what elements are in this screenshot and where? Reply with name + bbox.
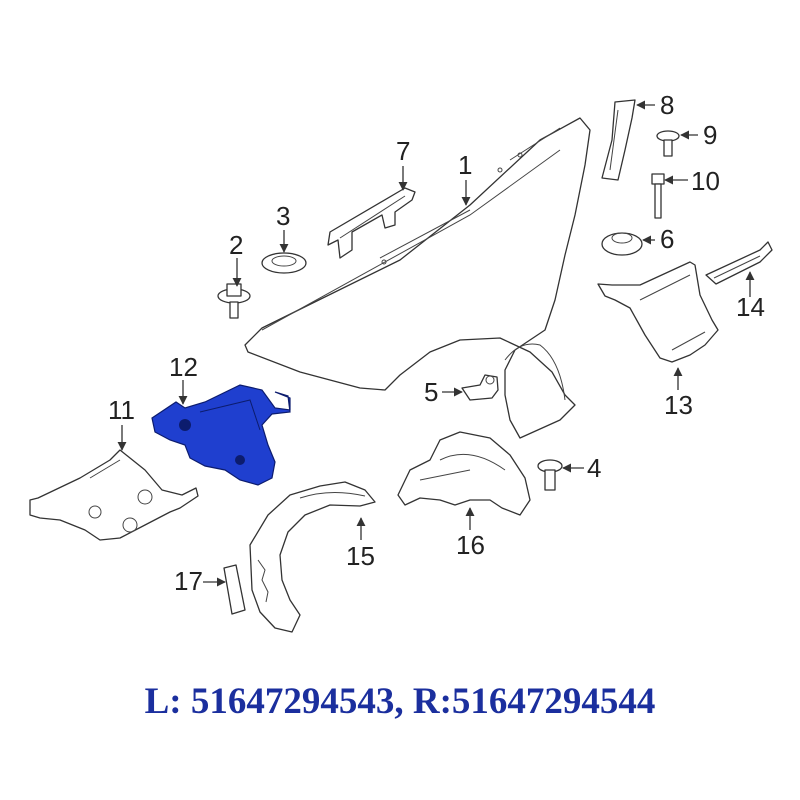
grommet-part-3 [261, 252, 307, 274]
callout-16: 16 [456, 530, 485, 560]
leader-lines [117, 100, 755, 587]
panel-part-13 [597, 261, 719, 363]
callout-11: 11 [108, 395, 135, 425]
callout-13: 13 [664, 390, 693, 420]
callout-6: 6 [660, 224, 674, 254]
bracket-part-12 [151, 384, 291, 486]
callout-7: 7 [396, 136, 410, 166]
screw-part-9 [656, 130, 680, 157]
trim-part-8 [601, 99, 636, 181]
callout-3: 3 [276, 201, 290, 231]
callout-14: 14 [736, 292, 765, 322]
callout-4: 4 [587, 453, 601, 483]
callout-12: 12 [169, 352, 198, 382]
pad-part-6 [601, 232, 643, 256]
callout-9: 9 [703, 120, 717, 150]
part-numbers-caption: L: 51647294543, R:51647294544 [144, 681, 656, 722]
clip-part-2 [217, 283, 251, 319]
callout-17: 17 [174, 566, 203, 596]
callout-numbers: 1 2 3 4 5 6 7 8 9 10 11 12 13 14 15 16 1… [108, 90, 765, 596]
callout-2: 2 [229, 230, 243, 260]
clip-part-4 [537, 459, 563, 491]
bracket-part-5 [461, 374, 499, 401]
bracket-part-14 [705, 241, 773, 285]
bolt-part-10 [651, 173, 665, 219]
callout-15: 15 [346, 541, 375, 571]
callout-10: 10 [691, 166, 720, 196]
fender-part-1 [244, 117, 591, 439]
callout-5: 5 [424, 377, 438, 407]
bracket-part-7 [327, 187, 416, 259]
highlighted-bracket-shape [151, 384, 291, 486]
panel-part-11 [29, 449, 199, 541]
callout-1: 1 [458, 150, 472, 180]
liner-part-16 [397, 431, 531, 516]
callout-8: 8 [660, 90, 674, 120]
liner-part-15 [249, 481, 376, 633]
label-part-17 [223, 564, 246, 615]
